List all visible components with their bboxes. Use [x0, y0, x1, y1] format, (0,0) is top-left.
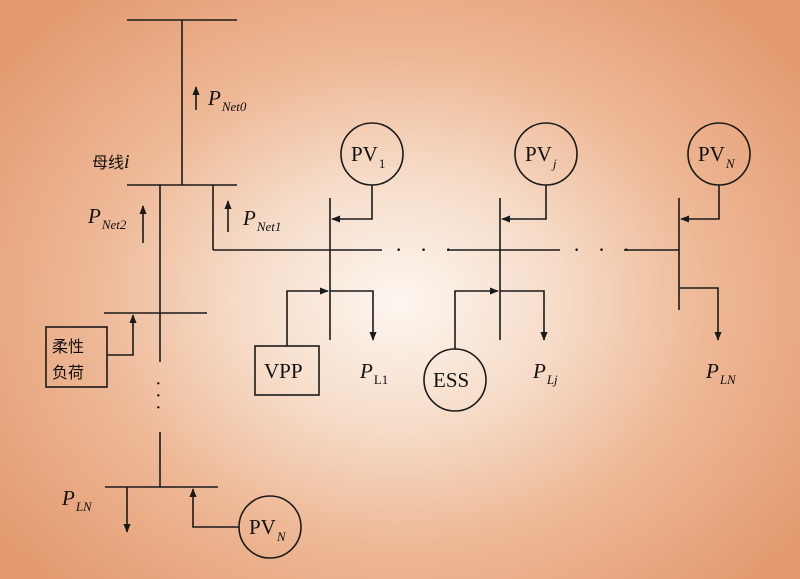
ess-label: ESS	[433, 368, 469, 392]
pv-n-bottom-label: PVN	[249, 515, 287, 544]
bus-i-label: 母线i	[92, 151, 130, 173]
pv-j-arrow	[501, 185, 547, 223]
pv-j-label: PVj	[525, 142, 557, 171]
p-l1-label: PL1	[359, 359, 388, 387]
pv-1-label: PV1	[351, 142, 385, 171]
vpp-label: VPP	[264, 359, 303, 383]
p-net2-label: PNet2	[87, 204, 127, 232]
p-ln-right-arrow	[679, 287, 722, 341]
flex-load-line2: 负荷	[52, 363, 84, 382]
pv-n-top-arrow	[680, 185, 720, 223]
vpp-arrow	[286, 287, 329, 346]
p-lj-arrow	[500, 290, 548, 341]
pv-n-top-label: PVN	[698, 142, 736, 171]
p-ln-left-label: PLN	[61, 486, 93, 514]
p-l1-arrow	[330, 290, 377, 341]
p-lj-label: PLj	[532, 359, 558, 387]
vdot-2: ·	[155, 385, 162, 407]
p-net0-label: PNet0	[207, 86, 247, 114]
pv-n-bottom-arrow	[189, 488, 239, 528]
p-ln-right-label: PLN	[705, 359, 737, 387]
vdot-1: ·	[155, 373, 162, 395]
flex-load-box	[45, 326, 108, 388]
ess-arrow	[454, 287, 499, 349]
pv-1-arrow	[331, 185, 373, 223]
flex-load-arrow	[107, 314, 137, 356]
flex-load-line1: 柔性	[52, 337, 84, 356]
p-net1-label: PNet1	[242, 206, 281, 234]
vdot-3: ·	[155, 397, 162, 419]
ellipsis-1: · · ·	[395, 237, 458, 262]
ellipsis-2: · · ·	[573, 237, 636, 262]
